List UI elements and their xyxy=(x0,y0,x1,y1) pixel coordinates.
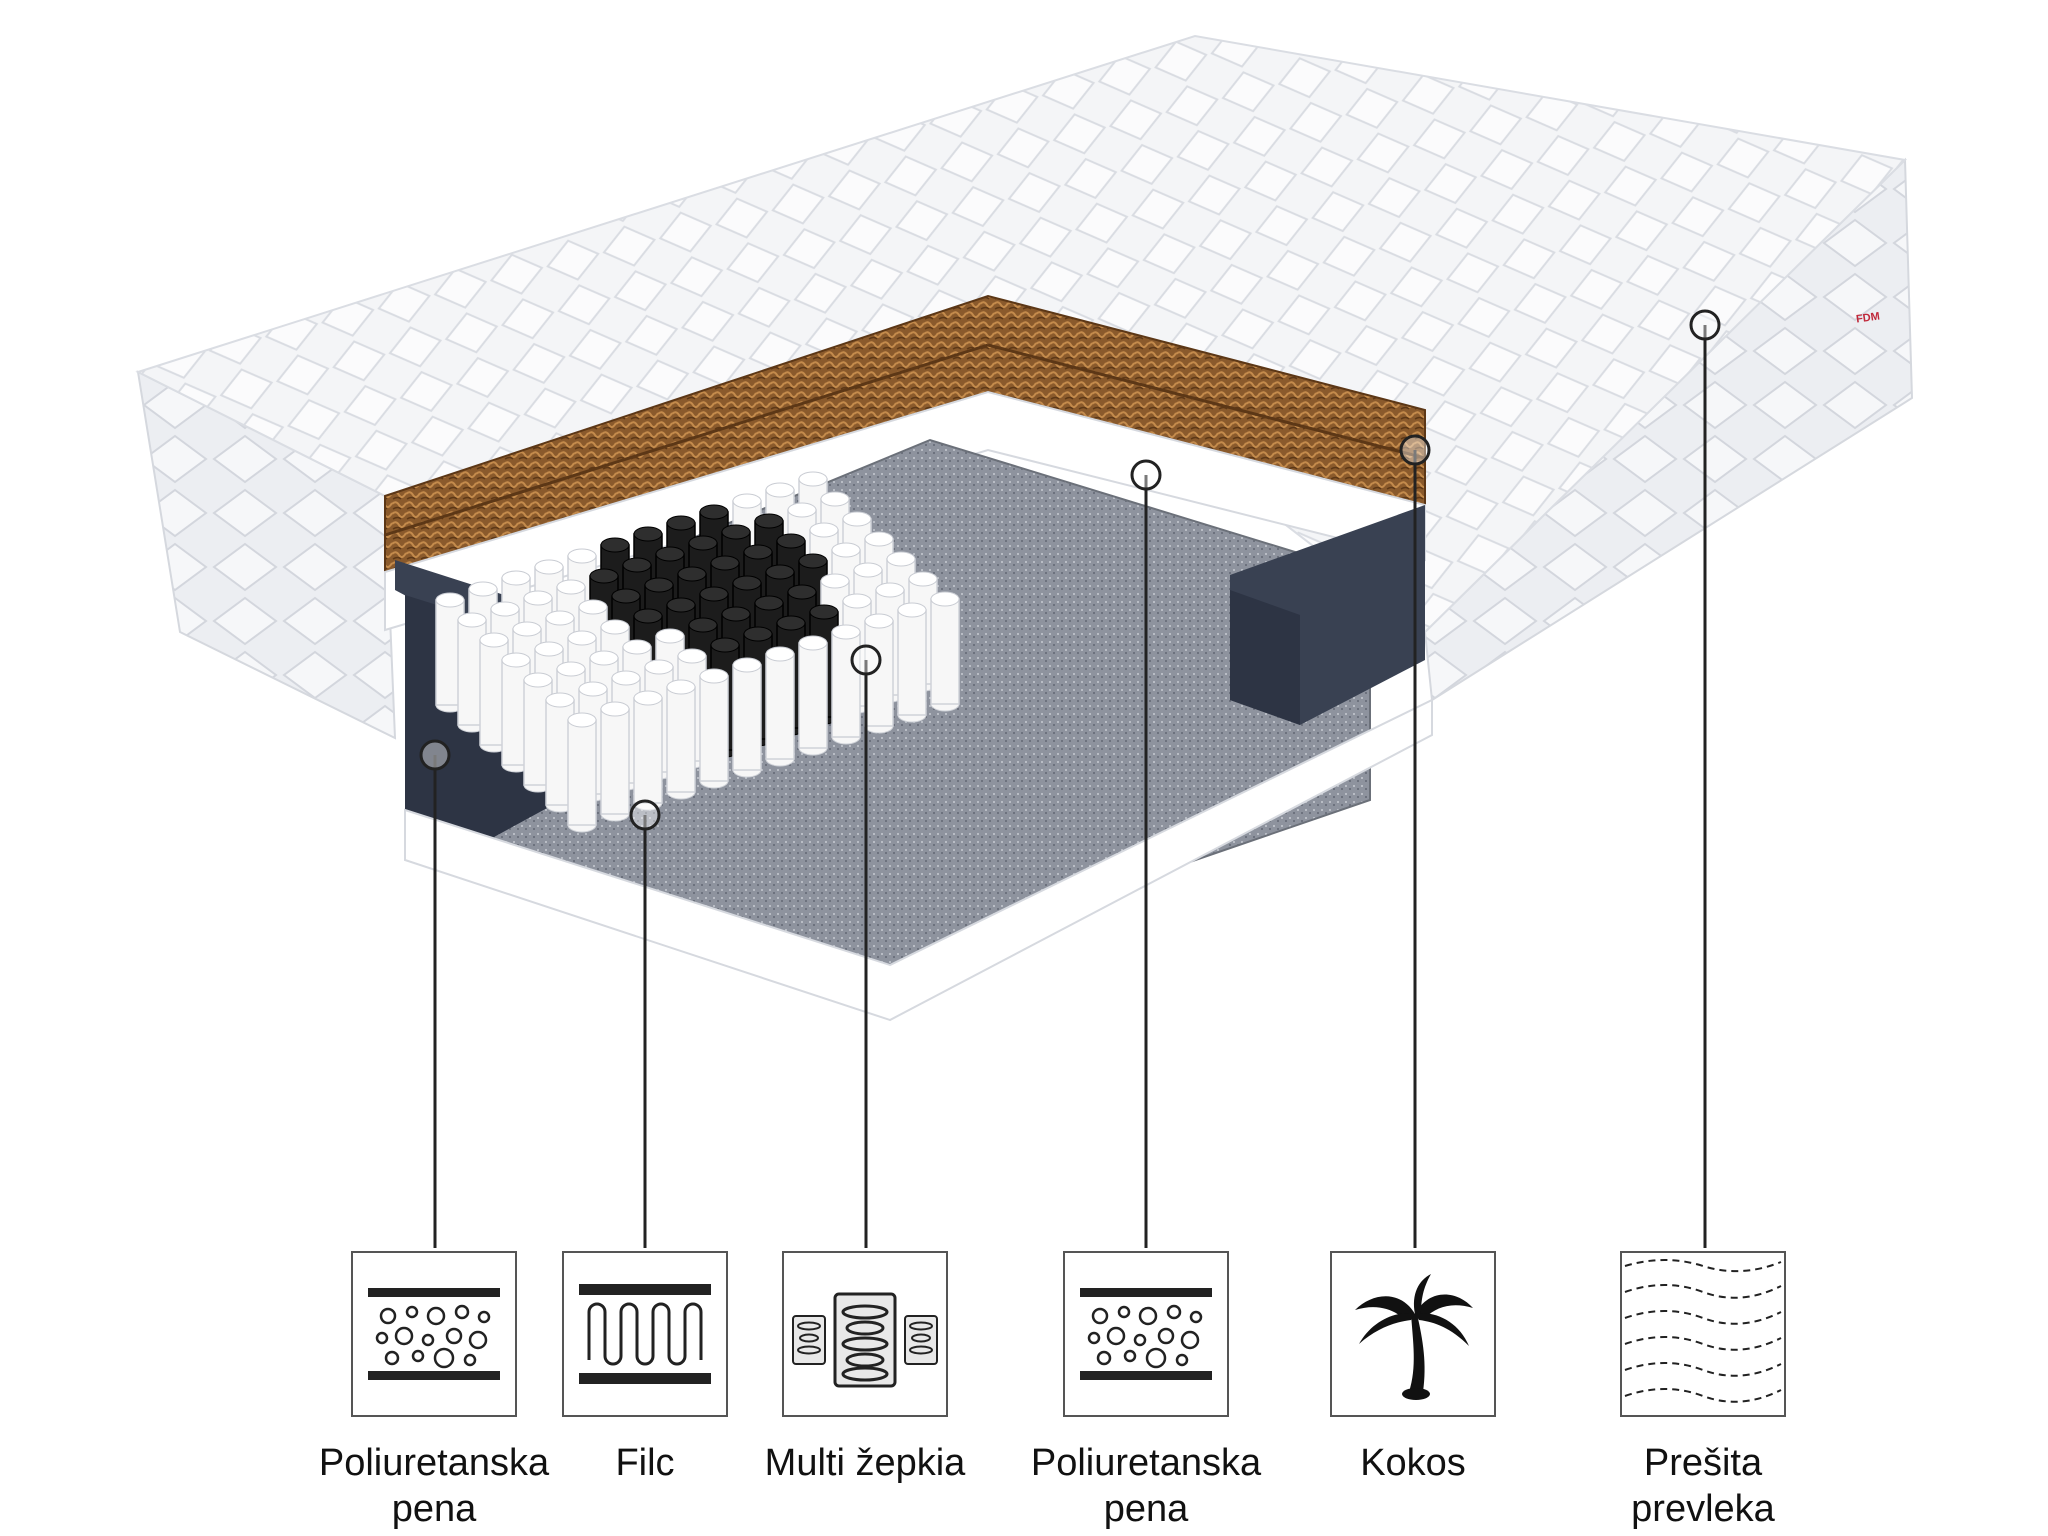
label-coconut: Kokos xyxy=(1360,1442,1466,1484)
pocket-spring xyxy=(831,624,861,745)
quilted-cover-icon xyxy=(1620,1251,1786,1417)
pocket-spring xyxy=(699,668,729,789)
pocket-springs xyxy=(435,471,960,833)
palm-tree-icon xyxy=(1330,1251,1496,1417)
foam-bubbles-icon xyxy=(1063,1251,1229,1417)
pocket-spring xyxy=(765,646,795,767)
label-multi-pocket: Multi žepkia xyxy=(764,1442,966,1484)
pocket-spring-icon xyxy=(782,1251,948,1417)
pocket-spring xyxy=(930,591,960,712)
side-foam-right-front xyxy=(1230,590,1300,725)
foam-bubbles-icon xyxy=(351,1251,517,1417)
pocket-spring xyxy=(864,613,894,734)
pocket-spring xyxy=(633,690,663,811)
pocket-spring xyxy=(666,679,696,800)
pocket-spring xyxy=(600,701,630,822)
bottom-foam-layer xyxy=(404,698,1433,1022)
pocket-spring xyxy=(897,602,927,723)
callout-leaders xyxy=(419,309,1721,1248)
pocket-spring xyxy=(798,635,828,756)
icon-row xyxy=(351,1251,1786,1417)
label-felt: Filc xyxy=(615,1442,675,1484)
felt-wave-icon xyxy=(562,1251,728,1417)
pocket-spring xyxy=(567,712,597,833)
pocket-spring xyxy=(732,657,762,778)
